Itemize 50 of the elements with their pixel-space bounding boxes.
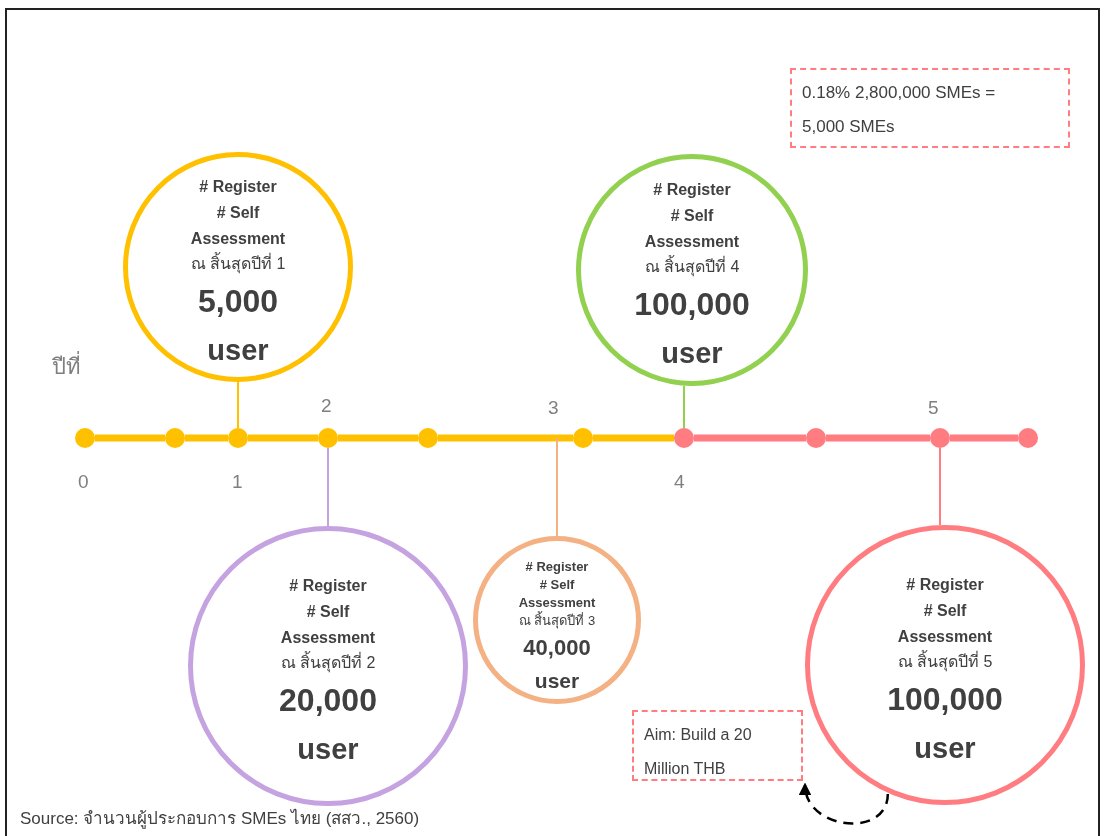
unit-text: user	[207, 333, 269, 368]
timeline-segment	[338, 434, 418, 442]
connector-line	[939, 447, 941, 527]
timeline-segment	[694, 434, 806, 442]
connector-line	[327, 447, 329, 527]
year-number: 5	[928, 396, 939, 420]
year-end-text: ณ สิ้นสุดปีที่ 5	[897, 650, 993, 674]
year-number: 1	[232, 470, 243, 494]
metric-text: # Self Assessment	[279, 602, 377, 648]
note-box: Aim: Build a 20 Million THB	[632, 710, 803, 781]
count-value: 100,000	[634, 285, 750, 324]
metric-text: # Self Assessment	[517, 576, 597, 611]
year-end-text: ณ สิ้นสุดปีที่ 1	[190, 252, 286, 276]
connector-line	[556, 437, 558, 537]
count-value: 5,000	[197, 282, 279, 321]
metric-text: # Register	[906, 575, 984, 595]
metric-text: # Register	[653, 180, 731, 200]
source-caption: Source: จำนวนผู้ประกอบการ SMEs ไทย (สสว., 2560)	[20, 807, 420, 831]
metric-text: # Self Assessment	[643, 206, 741, 252]
axis-title: ปีที่	[52, 350, 81, 383]
timeline-segment	[438, 434, 573, 442]
timeline-segment	[826, 434, 930, 442]
connector-line	[237, 381, 239, 429]
metric-text: # Register	[289, 576, 367, 596]
year-end-text: ณ สิ้นสุดปีที่ 4	[644, 255, 740, 279]
timeline-segment	[950, 434, 1018, 442]
dashed-arrow	[800, 782, 890, 825]
count-value: 40,000	[523, 634, 591, 662]
metric-text: # Self Assessment	[189, 203, 287, 249]
timeline-segment	[593, 434, 674, 442]
note-box: 0.18% 2,800,000 SMEs = 5,000 SMEs	[790, 68, 1070, 148]
connector-line	[683, 384, 685, 429]
count-value: 100,000	[887, 680, 1003, 719]
unit-text: user	[661, 336, 723, 371]
timeline-segment	[248, 434, 318, 442]
year-number: 3	[548, 396, 559, 420]
unit-text: user	[534, 668, 580, 694]
year-end-text: ณ สิ้นสุดปีที่ 2	[280, 651, 376, 675]
year-end-text: ณ สิ้นสุดปีที่ 3	[518, 612, 596, 630]
year-number: 2	[321, 394, 332, 418]
unit-text: user	[914, 731, 976, 766]
metric-text: # Register	[199, 177, 277, 197]
count-value: 20,000	[279, 681, 377, 720]
timeline-segment	[95, 434, 165, 442]
metric-text: # Self Assessment	[896, 601, 994, 647]
unit-text: user	[297, 732, 359, 767]
year-number: 4	[674, 470, 685, 494]
timeline-segment	[185, 434, 228, 442]
year-number: 0	[78, 470, 89, 494]
metric-text: # Register	[525, 558, 589, 576]
